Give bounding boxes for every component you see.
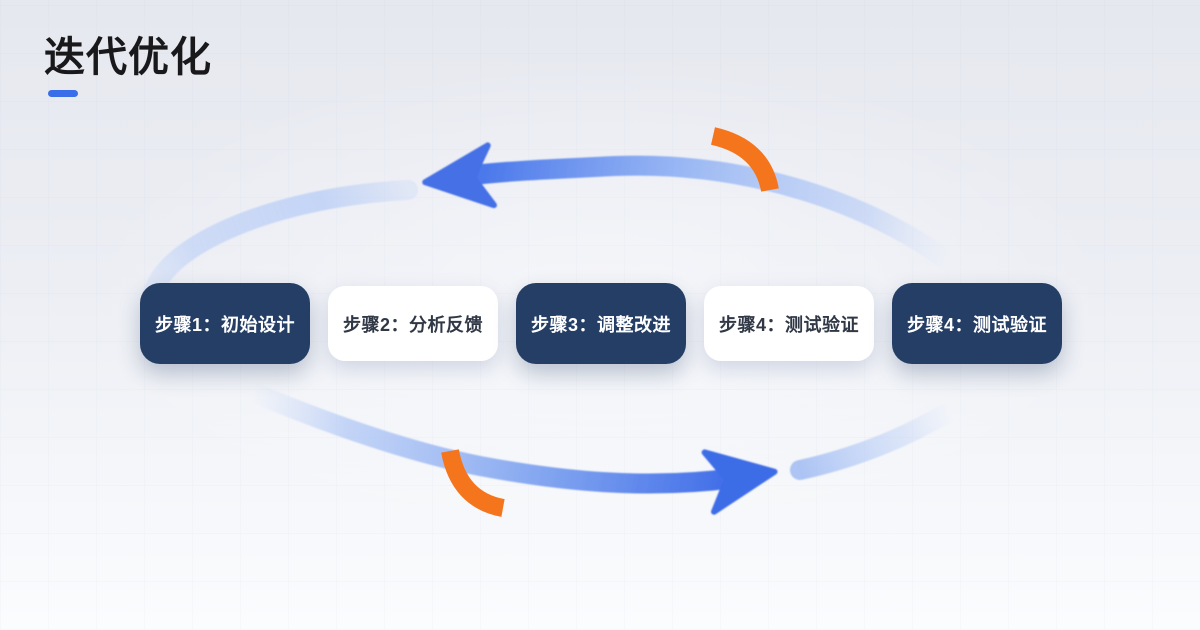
step-label: 步骤4：测试验证 [906,314,1047,335]
step-box-4: 步骤4：测试验证 [704,286,874,361]
cycle-arrow-left-icon [422,142,497,209]
orange-arc-top-icon [710,127,779,193]
cycle-arc-bottom [242,382,745,494]
step-label: 步骤4：测试验证 [718,314,859,335]
step-box-3: 步骤3：调整改进 [516,283,686,364]
header: 迭代优化 [44,34,212,98]
step-box-2: 步骤2：分析反馈 [328,286,498,361]
page-title: 迭代优化 [44,34,212,80]
cycle-arc-top [455,155,960,273]
step-label: 步骤2：分析反馈 [342,314,483,335]
title-underline [48,90,78,98]
step-label: 步骤1：初始设计 [154,314,295,335]
cycle-arc-right-stub [790,400,962,480]
step-label: 步骤3：调整改进 [530,314,671,335]
orange-arc-bottom-icon [441,449,505,517]
steps-row: 步骤1：初始设计 步骤2：分析反馈 步骤3：调整改进 步骤4：测试验证 步骤4：… [140,283,1062,364]
step-box-5: 步骤4：测试验证 [892,283,1062,364]
cycle-arc-left [142,180,418,306]
cycle-arrow-right-icon [701,449,778,515]
step-box-1: 步骤1：初始设计 [140,283,310,364]
